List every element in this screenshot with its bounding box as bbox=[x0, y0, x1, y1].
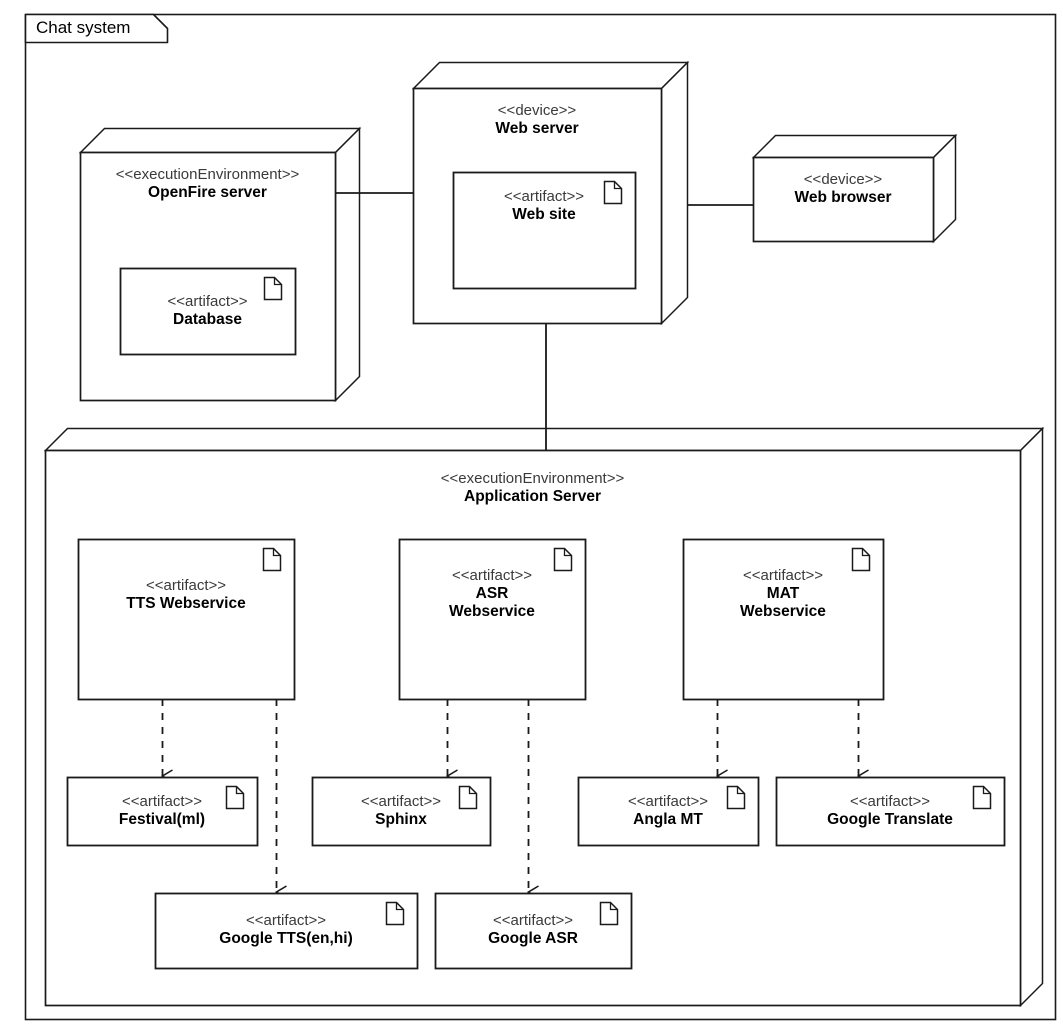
document-icon bbox=[262, 547, 282, 572]
frame-title: Chat system bbox=[36, 18, 131, 37]
node-web-browser bbox=[751, 133, 958, 244]
document-icon bbox=[603, 180, 623, 205]
document-icon bbox=[851, 547, 871, 572]
artifact-google-tts bbox=[154, 892, 419, 970]
artifact-database bbox=[119, 267, 297, 356]
document-icon bbox=[972, 785, 992, 810]
document-icon bbox=[726, 785, 746, 810]
artifact-google-asr bbox=[434, 892, 633, 970]
document-icon bbox=[599, 901, 619, 926]
artifact-asr-webservice bbox=[398, 538, 587, 701]
artifact-festival-ml bbox=[66, 776, 259, 847]
document-icon bbox=[225, 785, 245, 810]
node-openfire-server bbox=[78, 126, 362, 403]
artifact-sphinx bbox=[311, 776, 492, 847]
artifact-angla-mt bbox=[577, 776, 760, 847]
document-icon bbox=[385, 901, 405, 926]
document-icon bbox=[458, 785, 478, 810]
artifact-web-site bbox=[452, 171, 637, 290]
document-icon bbox=[263, 276, 283, 301]
artifact-mat-webservice bbox=[682, 538, 885, 701]
document-icon bbox=[553, 547, 573, 572]
artifact-google-translate bbox=[775, 776, 1006, 847]
artifact-tts-webservice bbox=[77, 538, 296, 701]
